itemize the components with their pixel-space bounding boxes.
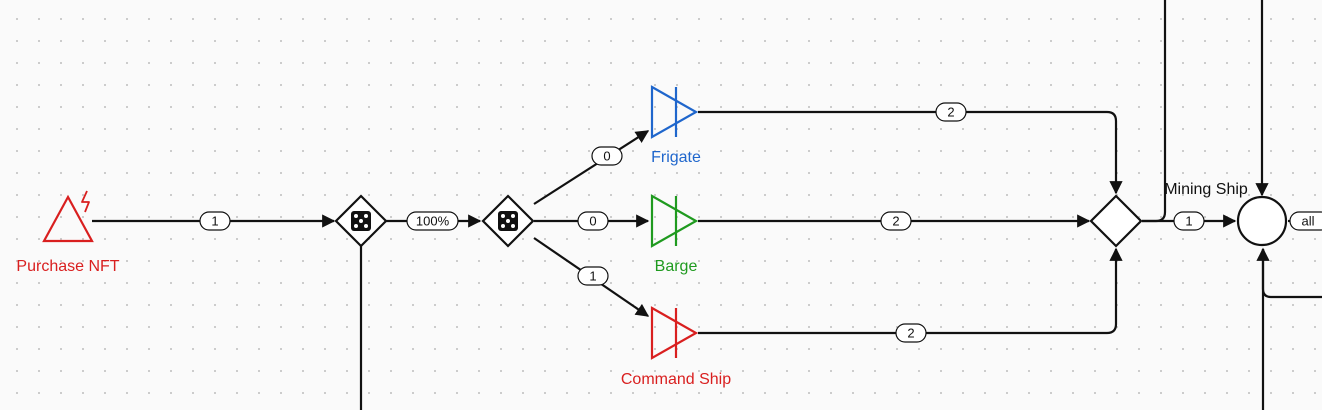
edge-label-text: 2 <box>947 105 954 120</box>
random-gate-2[interactable] <box>481 194 535 248</box>
converter-label-barge: Barge <box>655 258 698 275</box>
edge-collector-up[interactable] <box>1142 0 1167 223</box>
edge-label-pool-out[interactable]: all <box>1289 211 1322 231</box>
edge-label-text: 1 <box>211 214 218 229</box>
edge-label-frigate-to-collector[interactable]: 2 <box>935 102 967 122</box>
edge-label-text: 0 <box>603 149 610 164</box>
collector-gate[interactable] <box>1089 194 1143 248</box>
edge-right-to-pool[interactable] <box>1256 247 1322 299</box>
pool-label: Mining Ship <box>1164 181 1248 198</box>
converter-triangle-icon <box>650 306 699 360</box>
converter-triangle-icon <box>650 194 699 248</box>
edge-label-text: 100% <box>416 214 450 229</box>
edge-label-gate2-to-frigate[interactable]: 0 <box>591 146 623 166</box>
dice-icon <box>498 211 518 231</box>
pool-node-mining-ship[interactable]: Mining Ship <box>1164 181 1288 247</box>
converter-label-frigate: Frigate <box>651 149 701 166</box>
converter-node-frigate[interactable]: Frigate <box>650 85 701 166</box>
converter-node-command-ship[interactable]: Command Ship <box>621 306 731 388</box>
edge-label-source-to-gate1[interactable]: 1 <box>199 211 231 231</box>
lightning-bolt-icon <box>81 190 90 213</box>
edge-label-text: 2 <box>892 214 899 229</box>
gate-diamond-icon <box>1089 194 1143 248</box>
converter-node-barge[interactable]: Barge <box>650 194 699 275</box>
edge-label-text: 1 <box>589 269 596 284</box>
edge-label-text: 2 <box>907 326 914 341</box>
edge-label-text: all <box>1301 214 1314 229</box>
source-triangle-icon <box>42 194 94 243</box>
random-gate-1[interactable] <box>334 194 388 248</box>
edge-label-text: 0 <box>589 214 596 229</box>
edge-label-text: 1 <box>1185 214 1192 229</box>
edge-command-to-collector[interactable] <box>698 247 1123 335</box>
edge-label-gate1-to-gate2[interactable]: 100% <box>406 211 459 231</box>
edge-label-collector-to-pool[interactable]: 1 <box>1173 211 1205 231</box>
edge-gate2-to-frigate[interactable] <box>533 130 650 205</box>
source-label: Purchase NFT <box>16 258 119 275</box>
source-node-purchase-nft[interactable]: Purchase NFT <box>16 190 120 275</box>
converter-label-command-ship: Command Ship <box>621 371 731 388</box>
converter-triangle-icon <box>650 85 699 139</box>
edge-label-gate2-to-command[interactable]: 1 <box>577 266 609 286</box>
dice-icon <box>351 211 371 231</box>
edge-label-gate2-to-barge[interactable]: 0 <box>577 211 609 231</box>
edge-frigate-to-collector[interactable] <box>698 110 1123 195</box>
edge-label-command-to-collector[interactable]: 2 <box>895 323 927 343</box>
edge-label-barge-to-collector[interactable]: 2 <box>880 211 912 231</box>
pool-circle-icon <box>1236 195 1288 247</box>
